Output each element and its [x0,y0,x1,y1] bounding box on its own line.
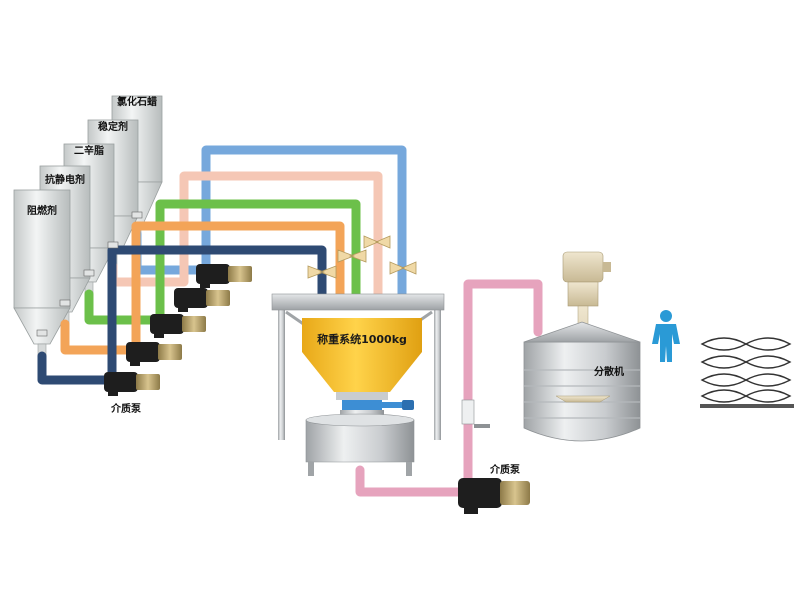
dispersing-machine: 分散机 [523,251,641,442]
weighing-system: 称重系统1000kg [271,293,445,476]
feed-pump-2 [126,342,182,366]
weighing-system-label: 称重系统1000kg [317,332,407,346]
bag-stack-icon [700,337,794,408]
pipe-pink [355,279,543,497]
pipe-orange [60,221,345,355]
feed-pump-5 [196,264,252,288]
person-icon [652,310,680,362]
feed-pump-4 [174,288,230,312]
storage-tank-1: 阻燃剂 [13,189,71,357]
butterfly-valves [307,235,417,279]
tank-label-flame-retardant: 阻燃剂 [27,204,57,217]
transfer-pump-label: 介质泵 [489,463,521,476]
tank-label-dioctyl-ester: 二辛脂 [74,144,104,157]
outlet-valves [36,211,143,337]
tank-label-stabilizer: 稳定剂 [98,120,128,133]
feed-pump-1 [104,372,160,396]
tank-label-antistatic-agent: 抗静电剂 [45,173,85,186]
transfer-valve [461,399,490,428]
feed-pump-label: 介质泵 [110,402,142,415]
tank-label-chlorinated-paraffin: 氯化石蜡 [117,95,157,108]
transfer-pump [458,478,530,514]
pipe-navy [37,245,327,385]
feed-pump-3 [150,314,206,338]
dispersing-machine-label: 分散机 [594,365,624,378]
pipe-green [84,199,361,325]
